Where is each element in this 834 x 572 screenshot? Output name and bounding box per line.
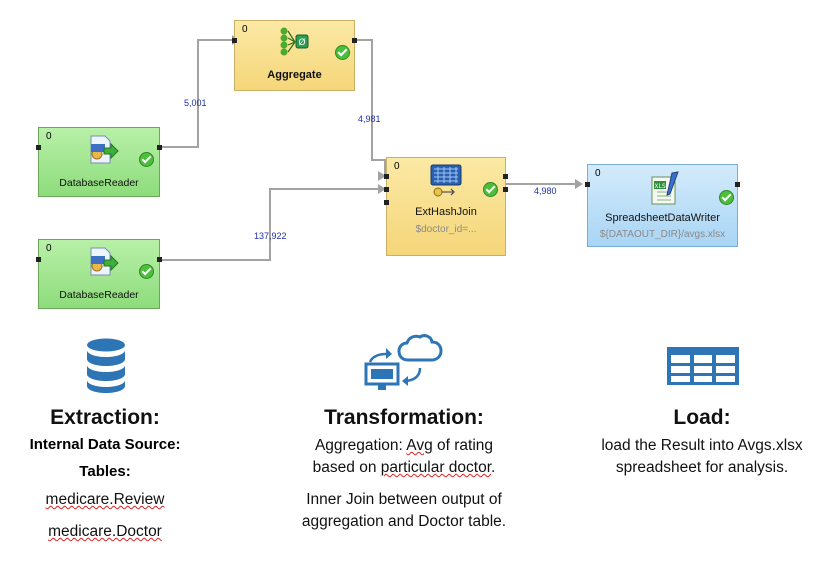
transformation-text-2b: aggregation and Doctor table. (301, 513, 507, 530)
output-port[interactable] (352, 38, 357, 43)
output-port-1[interactable] (503, 187, 508, 192)
wire-reader2-join (160, 188, 380, 261)
input-port[interactable] (36, 145, 41, 150)
cloud-computer-sync-icon (364, 334, 443, 390)
transformation-text-1a: Aggregation: (314, 437, 407, 454)
load-text-1: load the Result into Avgs.xlsx (601, 437, 803, 454)
arrow-writer-in (575, 179, 583, 189)
wire-reader1-aggregate (160, 39, 232, 148)
database-icon (87, 338, 125, 393)
status-ok-icon (139, 264, 154, 279)
node-port-count: 0 (242, 24, 248, 35)
transformation-text-2a: Inner Join between output of (306, 491, 502, 508)
wire-aggregate-join (355, 39, 386, 177)
output-port[interactable] (735, 182, 740, 187)
database-reader-node-2[interactable]: 0 DatabaseReader (36, 239, 162, 309)
transformation-heading: Transformation: (324, 406, 484, 429)
edge-label-reader2-join: 137,922 (254, 231, 287, 241)
node-port-count: 0 (595, 168, 601, 179)
node-port-count: 0 (46, 131, 52, 142)
node-subtitle: ${DATAOUT_DIR}/avgs.xlsx (599, 229, 726, 240)
edge-label-join-writer: 4,980 (534, 186, 557, 196)
aggregate-node[interactable]: 0 Ø Aggregate (232, 20, 357, 91)
output-port[interactable] (157, 257, 162, 262)
node-title: ExtHashJoin (415, 206, 477, 218)
aggregate-icon: Ø (280, 27, 309, 56)
hash-join-icon (430, 164, 462, 197)
status-ok-icon (719, 190, 734, 205)
output-port[interactable] (157, 145, 162, 150)
arrow-join-in-2 (378, 184, 386, 194)
transformation-text-1c: of rating (432, 437, 494, 454)
ext-hash-join-node[interactable]: 0 ExtHashJoin $doctor_id=... (384, 157, 508, 256)
extraction-source-label: Internal Data Source: (29, 436, 181, 453)
transformation-text-1f: . (491, 459, 496, 476)
extraction-tables-label: Tables: (79, 463, 131, 480)
node-port-count: 0 (46, 243, 52, 254)
transformation-text-1e: particular doctor (380, 459, 492, 476)
spreadsheet-writer-icon: XLS (651, 171, 679, 205)
edge-label-aggregate-join: 4,981 (358, 114, 381, 124)
node-title: Aggregate (267, 69, 322, 81)
load-heading: Load: (673, 406, 731, 429)
transformation-section: Transformation: Aggregation: Avg of rati… (254, 406, 554, 533)
extraction-table-review: medicare.Review (45, 491, 165, 508)
input-port-2[interactable] (384, 200, 389, 205)
node-subtitle: $doctor_id=... (415, 224, 477, 235)
load-section: Load: load the Result into Avgs.xlsx spr… (572, 406, 832, 479)
node-port-count: 0 (394, 161, 400, 172)
table-grid-icon (667, 347, 739, 385)
node-title: DatabaseReader (59, 177, 139, 189)
input-port[interactable] (36, 257, 41, 262)
input-port[interactable] (232, 38, 237, 43)
extraction-heading: Extraction: (50, 406, 160, 429)
xls-badge-text: XLS (654, 183, 665, 190)
node-title: SpreadsheetDataWriter (605, 212, 720, 224)
input-port-0[interactable] (384, 174, 389, 179)
input-port-1[interactable] (384, 187, 389, 192)
database-reader-icon (90, 135, 119, 164)
database-reader-icon (90, 247, 119, 276)
spreadsheet-data-writer-node[interactable]: 0 XLS SpreadsheetDataWriter ${DATAOUT_DI… (585, 164, 740, 247)
arrow-join-in-1 (378, 171, 386, 181)
database-reader-node-1[interactable]: 0 DatabaseReader (36, 127, 162, 197)
edge-label-reader1-aggregate: 5,001 (184, 98, 207, 108)
output-port-0[interactable] (503, 174, 508, 179)
load-text-2: spreadsheet for analysis. (615, 459, 789, 476)
extraction-section: Extraction: Internal Data Source: Tables… (0, 406, 210, 543)
status-ok-icon (139, 152, 154, 167)
status-ok-icon (335, 45, 350, 60)
status-ok-icon (483, 182, 498, 197)
node-title: DatabaseReader (59, 289, 139, 301)
extraction-table-doctor: medicare.Doctor (48, 523, 162, 540)
input-port[interactable] (585, 182, 590, 187)
svg-text:Ø: Ø (298, 37, 305, 48)
transformation-text-1b: Avg (406, 437, 433, 454)
transformation-text-1d: based on (312, 459, 381, 476)
